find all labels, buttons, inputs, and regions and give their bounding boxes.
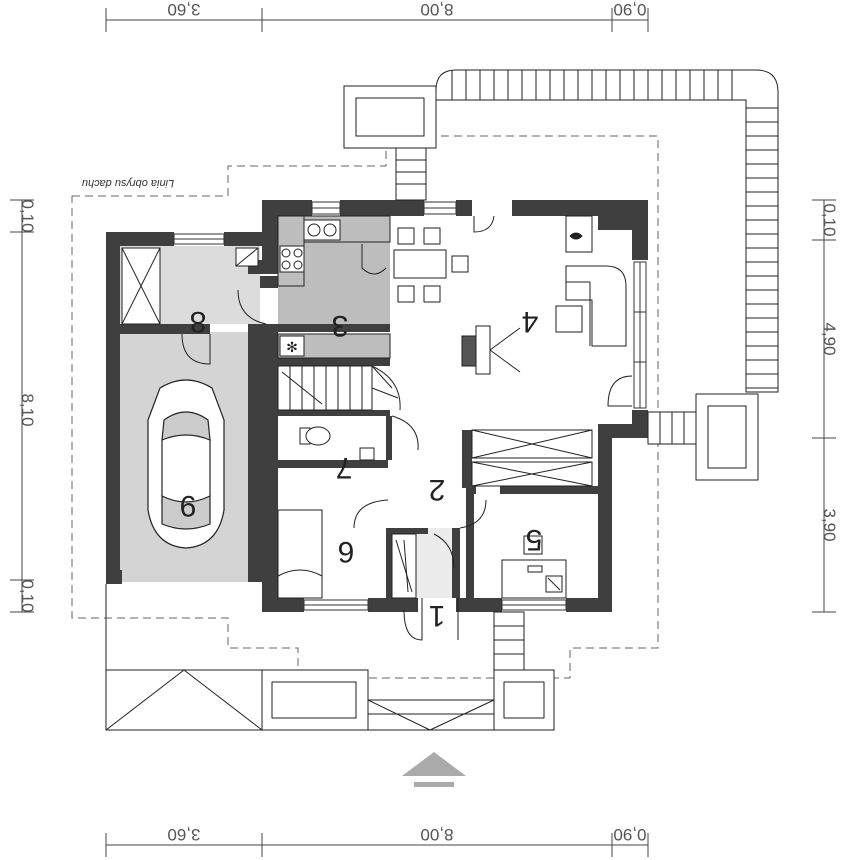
- right-dim-1: 0,10: [820, 203, 839, 236]
- room-label-8: 8: [190, 305, 207, 338]
- doors: [181, 289, 487, 641]
- left-dim-3: 0,10: [18, 579, 37, 612]
- bottom-dim-2: 8,00: [420, 825, 453, 844]
- wc-fixtures: [299, 415, 419, 461]
- roof-outline: [71, 135, 659, 679]
- car-icon: [147, 379, 225, 549]
- wardrobes: [391, 429, 593, 599]
- office-furniture: [501, 535, 567, 599]
- room-labels: 1 2 3 4 5 6 7 8 9: [180, 305, 543, 632]
- room-label-4: 4: [522, 305, 539, 338]
- roof-outline-label: Linia obrysu dachu: [82, 177, 174, 189]
- left-dim-2: 8,10: [18, 393, 37, 426]
- right-dim-3: 3,90: [820, 508, 839, 541]
- terrace-hatch: [451, 70, 778, 389]
- right-dim-2: 4,90: [820, 322, 839, 355]
- bottom-dim-3: 0,90: [613, 825, 646, 844]
- room-label-9: 9: [180, 489, 197, 522]
- room-label-5: 5: [526, 523, 543, 556]
- left-dim-1: 0,10: [18, 199, 37, 232]
- room-label-2: 2: [429, 473, 446, 506]
- room-label-1: 1: [429, 599, 446, 632]
- living-room-furniture: [393, 215, 633, 407]
- right-dimensions: 0,10 4,90 3,90: [812, 199, 839, 613]
- top-dim-2: 8,00: [420, 0, 453, 19]
- top-dim-3: 0,90: [613, 0, 646, 19]
- garden-blocks: [343, 85, 759, 481]
- top-dimensions: 3,60 8,00 0,90: [105, 0, 649, 32]
- bottom-dim-1: 3,60: [167, 825, 200, 844]
- kitchen-fixtures: ✻: [277, 215, 391, 359]
- room-label-6: 6: [338, 535, 355, 568]
- stairs: [277, 365, 401, 411]
- left-dimensions: 0,10 8,10 0,10: [10, 199, 37, 613]
- room-label-7: 7: [336, 451, 353, 484]
- bedroom-furniture: [277, 509, 323, 599]
- fridge-snowflake-icon: ✻: [286, 340, 298, 356]
- utility-closet: [121, 247, 259, 325]
- entrance-arrow-icon: [402, 752, 466, 787]
- walls: [106, 200, 648, 612]
- windows: [173, 201, 647, 611]
- front-terrace: [105, 584, 555, 731]
- top-dim-1: 3,60: [167, 0, 200, 19]
- bottom-dimensions: 3,60 8,00 0,90: [105, 825, 649, 857]
- room-label-3: 3: [332, 309, 349, 342]
